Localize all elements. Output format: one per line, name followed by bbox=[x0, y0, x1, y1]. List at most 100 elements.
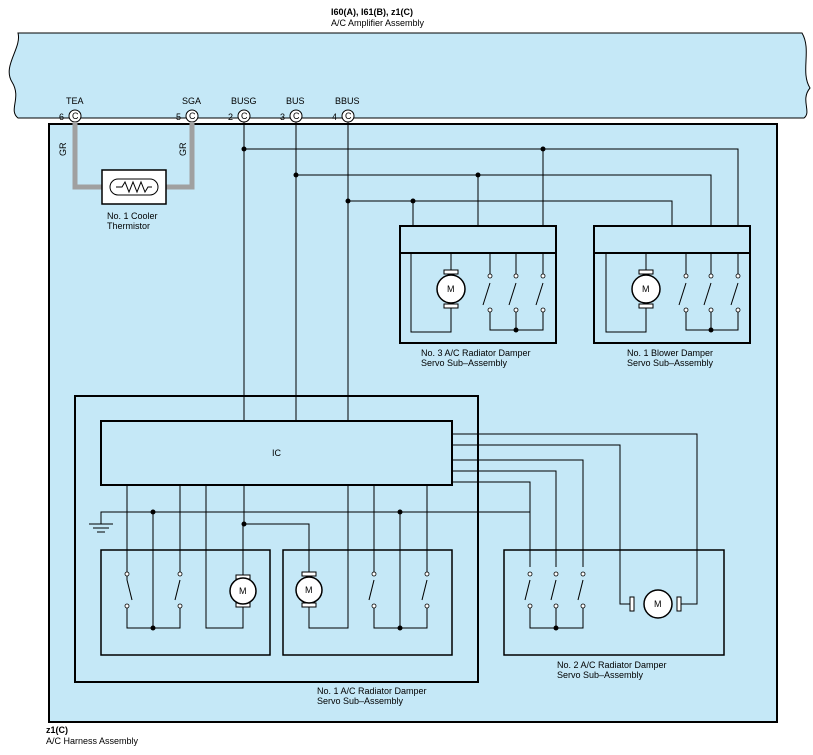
switch-contact bbox=[513, 307, 519, 313]
busg-branch bbox=[244, 148, 739, 226]
motor-brush bbox=[443, 269, 459, 275]
switch-arm bbox=[508, 282, 517, 306]
blower-motor-wire bbox=[605, 253, 647, 333]
pin-conn-busg: C bbox=[241, 111, 248, 121]
switch-contact bbox=[553, 603, 559, 609]
damper1-label-line2: Servo Sub–Assembly bbox=[317, 696, 404, 706]
damper2-label-line2: Servo Sub–Assembly bbox=[557, 670, 644, 680]
pin-conn-tea: C bbox=[72, 111, 79, 121]
damper1-outer-box bbox=[74, 395, 479, 683]
junction bbox=[708, 327, 714, 333]
junction bbox=[475, 172, 481, 178]
terminal-row: TEA SGA BUSG BUS BBUS 6 C 5 C 2 C 3 C 4 … bbox=[59, 96, 360, 123]
damper2-motor-label: M bbox=[654, 599, 662, 609]
switch-contact bbox=[580, 571, 586, 577]
ic-output-wire bbox=[452, 433, 698, 605]
switch-arm bbox=[174, 579, 181, 601]
terminal-name-sga: SGA bbox=[182, 96, 201, 106]
ic-box bbox=[100, 420, 453, 486]
pin-number-bbus: 4 bbox=[332, 112, 337, 122]
switch-contact bbox=[580, 603, 586, 609]
motor-brush bbox=[443, 303, 459, 309]
blower-label-line2: Servo Sub–Assembly bbox=[627, 358, 714, 368]
switch-contact bbox=[124, 571, 130, 577]
ground-wire bbox=[100, 511, 531, 550]
ic-motor-wire bbox=[243, 485, 310, 572]
motor-brush bbox=[676, 596, 682, 612]
junction bbox=[345, 198, 351, 204]
pin-number-bus: 3 bbox=[280, 112, 285, 122]
wire-color-right: GR bbox=[178, 142, 188, 156]
junction bbox=[293, 172, 299, 178]
junction bbox=[553, 625, 559, 631]
switch-contact bbox=[735, 307, 741, 313]
switch-contact bbox=[683, 307, 689, 313]
switch-arm bbox=[482, 282, 491, 306]
switch-contact bbox=[513, 273, 519, 279]
switch-contact bbox=[683, 273, 689, 279]
pin-conn-bbus: C bbox=[345, 111, 352, 121]
junction bbox=[150, 625, 156, 631]
damper1-label-line1: No. 1 A/C Radiator Damper bbox=[317, 686, 427, 696]
damper2-label-line1: No. 2 A/C Radiator Damper bbox=[557, 660, 667, 670]
motor-brush bbox=[638, 269, 654, 275]
motor-brush bbox=[301, 571, 317, 577]
switch-arm bbox=[524, 579, 531, 601]
bus-branch bbox=[296, 174, 712, 226]
damper2-motor bbox=[643, 589, 673, 619]
pin-conn-sga: C bbox=[189, 111, 196, 121]
thermistor-label-line2: Thermistor bbox=[107, 221, 150, 231]
damper1-motor-b-label: M bbox=[305, 585, 313, 595]
switch-arm bbox=[421, 579, 428, 601]
switch-contact bbox=[540, 307, 546, 313]
thermistor-wire bbox=[72, 122, 195, 190]
wire-color-left: GR bbox=[58, 142, 68, 156]
ic-output-wire bbox=[452, 444, 634, 605]
switch-contact bbox=[487, 273, 493, 279]
ic-motor-wire bbox=[205, 485, 244, 629]
terminal-name-bbus: BBUS bbox=[335, 96, 360, 106]
pin-number-tea: 6 bbox=[59, 112, 64, 122]
blower-motor-label: M bbox=[642, 284, 650, 294]
ic-output-wire bbox=[452, 459, 584, 567]
junction bbox=[540, 146, 546, 152]
ic-motor-wire bbox=[308, 485, 349, 629]
switch-contact bbox=[553, 571, 559, 577]
switch-contact bbox=[424, 571, 430, 577]
damper1-motor-a-label: M bbox=[239, 586, 247, 596]
junction bbox=[410, 198, 416, 204]
switch-arm bbox=[577, 579, 584, 601]
switch-arm bbox=[730, 282, 739, 306]
switch-contact bbox=[371, 603, 377, 609]
thermistor-zigzag bbox=[116, 180, 152, 194]
damper2-box bbox=[503, 549, 725, 656]
damper1-motor-b bbox=[295, 576, 323, 604]
junction bbox=[397, 625, 403, 631]
bbus-branch bbox=[348, 200, 673, 226]
blower-label-line1: No. 1 Blower Damper bbox=[627, 348, 713, 358]
switch-contact bbox=[124, 603, 130, 609]
terminal-name-tea: TEA bbox=[66, 96, 84, 106]
switch-contact bbox=[371, 571, 377, 577]
switch-contact bbox=[177, 603, 183, 609]
blower-motor bbox=[631, 274, 661, 304]
switch-contact bbox=[708, 307, 714, 313]
bus-wires bbox=[241, 122, 739, 421]
blower-box bbox=[593, 225, 751, 344]
damper3-label-line2: Servo Sub–Assembly bbox=[421, 358, 508, 368]
amplifier-name: A/C Amplifier Assembly bbox=[331, 18, 425, 28]
damper3-motor-label: M bbox=[447, 284, 455, 294]
cooler-thermistor: GR GR No. 1 Cooler Thermistor bbox=[58, 122, 195, 231]
blower-damper-servo: M No. 1 Blower Damper Servo Sub–Assembly bbox=[593, 225, 751, 368]
switch-contact bbox=[708, 273, 714, 279]
pin-number-sga: 5 bbox=[176, 112, 181, 122]
damper1-servo: IC bbox=[74, 395, 698, 706]
ic-output-wire bbox=[452, 470, 557, 567]
switch-contact bbox=[735, 273, 741, 279]
damper1-motor-a bbox=[229, 577, 257, 605]
harness-connector: z1(C) bbox=[46, 725, 68, 735]
damper3-label-line1: No. 3 A/C Radiator Damper bbox=[421, 348, 531, 358]
switch-contact bbox=[177, 571, 183, 577]
pin-number-busg: 2 bbox=[228, 112, 233, 122]
